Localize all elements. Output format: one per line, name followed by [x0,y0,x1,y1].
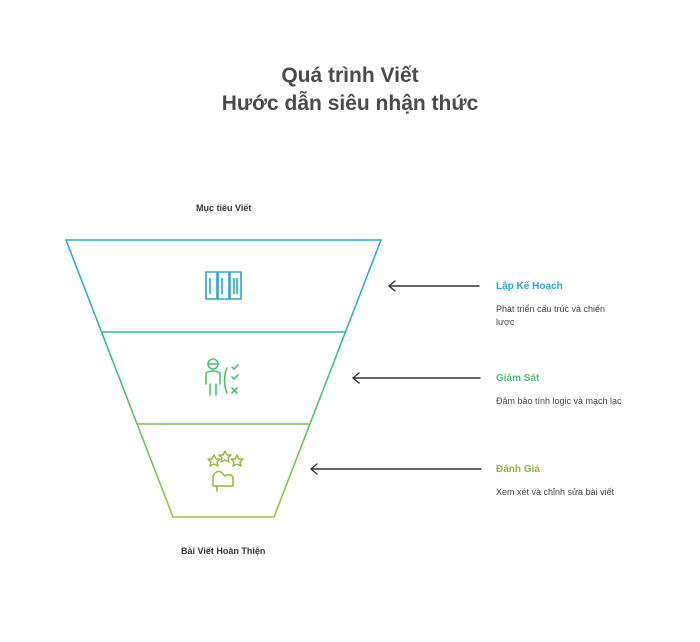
stage-monitoring-desc: Đảm bảo tính logic và mạch lạc [496,396,622,406]
stars-hand-icon [207,450,244,492]
stage-evaluation-desc: Xem xét và chỉnh sửa bài viết [496,487,615,497]
arrow-planning [388,280,480,292]
arrow-monitoring [352,372,481,384]
columns-icon [205,271,242,300]
diagram-title: Quá trình Viết Hước dẫn siêu nhận thức [0,62,700,118]
bottom-label: Bài Viết Hoàn Thiện [181,546,266,556]
title-line-2: Hước dẫn siêu nhận thức [221,92,479,115]
stage-planning-desc: Phát triển cấu trúc và chiến lược [496,304,606,327]
stage-evaluation-title: Đánh Giá [496,464,540,475]
stage-planning-title: Lập Kế Hoạch [496,281,563,292]
stage-monitoring-title: Giám Sát [496,373,540,384]
top-label: Mục tiêu Viết [196,203,252,213]
title-line-1: Quá trình Viết [281,64,419,87]
arrow-evaluation [310,463,482,475]
checklist-person-icon [205,358,239,396]
